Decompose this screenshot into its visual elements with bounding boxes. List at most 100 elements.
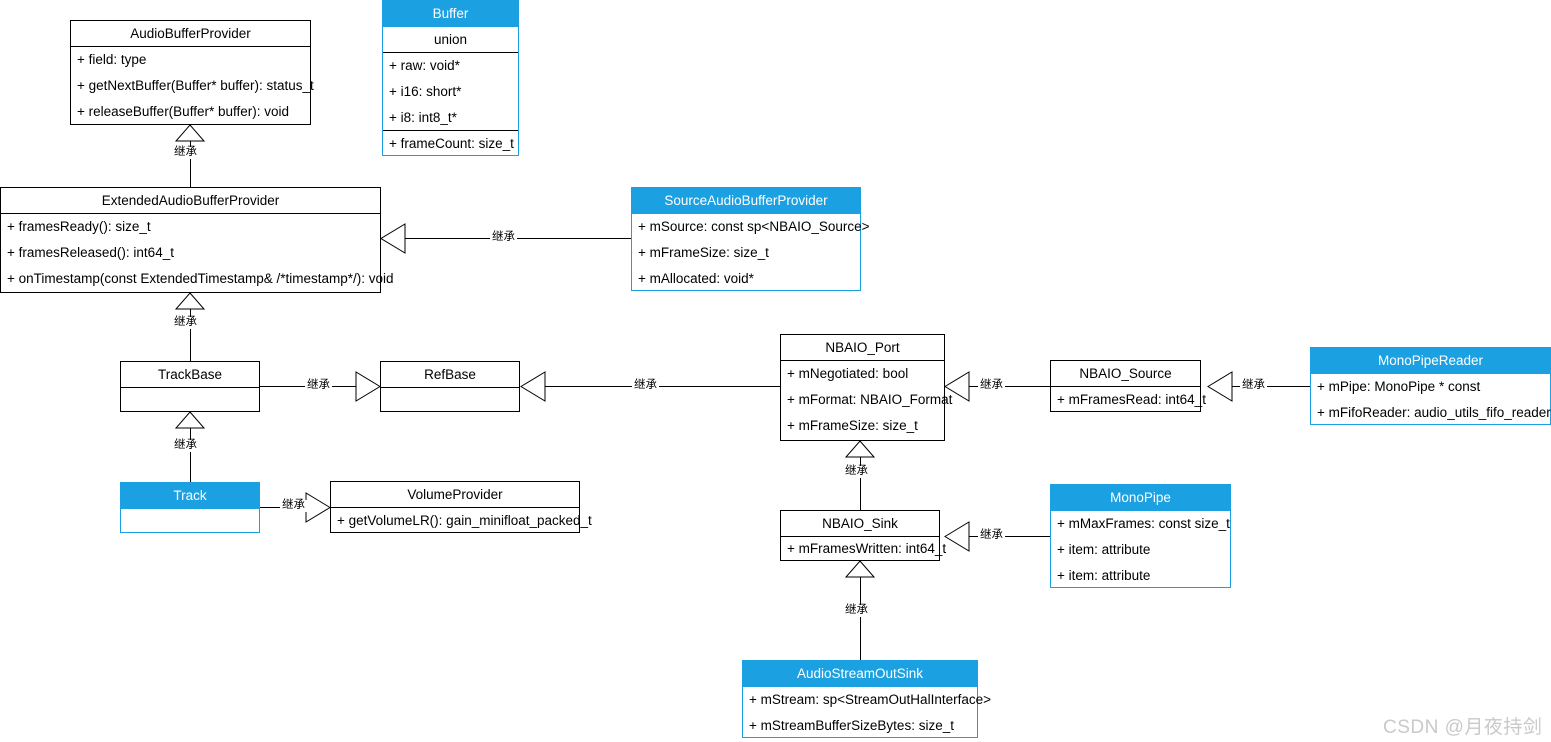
class-section-attributes: + mNegotiated: bool + mFormat: NBAIO_For… (781, 361, 953, 440)
class-row: + item: attribute (1057, 542, 1151, 558)
arrowhead-hollow-left-nbaiosink (944, 521, 970, 552)
class-section-attributes (121, 509, 259, 533)
class-box-buffer[interactable]: Buffer union + raw: void* + i16: short* … (382, 0, 519, 156)
class-row: + mFormat: NBAIO_Format (787, 392, 953, 408)
class-box-nbaio-source[interactable]: NBAIO_Source + mFramesRead: int64_t (1050, 360, 1206, 412)
class-header-nbaio-port: NBAIO_Port (781, 335, 944, 361)
class-row: + framesReady(): size_t (7, 219, 151, 235)
edge-label-r9: 继承 (1240, 379, 1267, 392)
class-row: + mStreamBufferSizeBytes: size_t (749, 717, 954, 733)
class-section-attributes: + getVolumeLR(): gain_minifloat_packed_t (331, 508, 592, 533)
arrowhead-hollow-up-trackbase (174, 411, 206, 429)
class-box-refbase[interactable]: RefBase (380, 361, 520, 412)
class-row (121, 509, 259, 533)
watermark-text: CSDN @月夜持剑 (1383, 717, 1543, 738)
edge-label-r7: 继承 (632, 379, 659, 392)
edge-source-to-extended (404, 238, 631, 239)
class-box-volumeprovider[interactable]: VolumeProvider + getVolumeLR(): gain_min… (330, 481, 592, 533)
class-section-attributes (381, 388, 519, 412)
edge-label-r2: 继承 (490, 231, 517, 244)
class-section-attributes: + mStream: sp<StreamOutHalInterface> + m… (743, 687, 991, 738)
class-box-audiobufferprovider[interactable]: AudioBufferProvider + field: type + getN… (70, 20, 314, 125)
class-header-audiostreamoutsink: AudioStreamOutSink (743, 661, 977, 687)
class-section-attributes: + mSource: const sp<NBAIO_Source> + mFra… (632, 214, 870, 292)
class-header-refbase: RefBase (381, 362, 519, 388)
class-row: + item: attribute (1057, 568, 1151, 584)
arrowhead-hollow-up-nbaioport-2 (844, 440, 876, 458)
arrowhead-hollow-left-refbase-2 (520, 371, 546, 402)
class-box-monopipe[interactable]: MonoPipe + mMaxFrames: const size_t + it… (1050, 484, 1231, 588)
class-row: + mMaxFrames: const size_t (1057, 516, 1230, 532)
class-row: + mFifoReader: audio_utils_fifo_reader (1317, 404, 1551, 420)
edge-monopipe-to-nbaiosink (968, 536, 1050, 537)
class-row (381, 388, 519, 412)
class-row: + mFrameSize: size_t (638, 245, 769, 261)
class-row: union (433, 32, 468, 48)
edge-label-r3: 继承 (172, 316, 199, 329)
arrowhead-hollow-right-volumeprovider (305, 492, 331, 523)
class-box-nbaio-port[interactable]: NBAIO_Port + mNegotiated: bool + mFormat… (780, 334, 953, 441)
class-row: + mPipe: MonoPipe * const (1317, 379, 1481, 395)
class-section-attributes: + framesReady(): size_t + framesReleased… (1, 214, 394, 293)
edge-label-r10: 继承 (843, 465, 870, 478)
class-row: + mSource: const sp<NBAIO_Source> (638, 219, 870, 235)
class-section-framecount: + frameCount: size_t (383, 131, 518, 157)
arrowhead-hollow-up-extended (174, 292, 206, 310)
class-row: + mFrameSize: size_t (787, 418, 918, 434)
class-row: + framesReleased(): int64_t (7, 245, 174, 261)
class-box-sourceaudiobufferprovider[interactable]: SourceAudioBufferProvider + mSource: con… (631, 187, 870, 292)
class-row: + mNegotiated: bool (787, 366, 909, 382)
edge-label-r11: 继承 (978, 529, 1005, 542)
edge-label-r1: 继承 (172, 146, 199, 159)
class-row: + onTimestamp(const ExtendedTimestamp& /… (7, 271, 394, 287)
class-row: + i16: short* (389, 84, 462, 100)
class-box-extendedaudiobufferprovider[interactable]: ExtendedAudioBufferProvider + framesRead… (0, 187, 394, 293)
edge-label-r4: 继承 (305, 379, 332, 392)
edge-nbaioport-to-refbase (544, 386, 780, 387)
class-section-attributes: + raw: void* + i16: short* + i8: int8_t* (383, 53, 518, 131)
class-header-audiobufferprovider: AudioBufferProvider (71, 21, 310, 47)
edge-label-r12: 继承 (843, 604, 870, 617)
edge-monopipereader-to-nbaiosource (1231, 386, 1310, 387)
arrowhead-hollow-up-nbaiosink-2 (844, 560, 876, 578)
class-box-trackbase[interactable]: TrackBase (120, 361, 260, 412)
class-row: + getNextBuffer(Buffer* buffer): status_… (77, 78, 314, 94)
class-header-monopipe: MonoPipe (1051, 485, 1230, 511)
class-section-attributes: + mMaxFrames: const size_t + item: attri… (1051, 511, 1230, 589)
class-box-audiostreamoutsink[interactable]: AudioStreamOutSink + mStream: sp<StreamO… (742, 660, 991, 738)
class-box-monopipereader[interactable]: MonoPipeReader + mPipe: MonoPipe * const… (1310, 347, 1551, 425)
class-section-attributes: + mFramesWritten: int64_t (781, 537, 947, 561)
class-row (121, 388, 259, 412)
arrowhead-hollow-left-nbaioport (944, 371, 970, 402)
class-header-monopipereader: MonoPipeReader (1311, 348, 1550, 374)
class-header-trackbase: TrackBase (121, 362, 259, 388)
class-row: + i8: int8_t* (389, 110, 457, 126)
class-header-sourceaudiobufferprovider: SourceAudioBufferProvider (632, 188, 860, 214)
class-section-attributes: + mPipe: MonoPipe * const + mFifoReader:… (1311, 374, 1551, 425)
class-header-buffer: Buffer (383, 1, 518, 27)
class-header-nbaio-sink: NBAIO_Sink (781, 511, 939, 537)
class-row: + mFramesRead: int64_t (1057, 391, 1206, 407)
class-row: + frameCount: size_t (389, 136, 514, 152)
class-header-extendedaudiobufferprovider: ExtendedAudioBufferProvider (1, 188, 380, 214)
class-header-track: Track (121, 483, 259, 509)
class-row: + field: type (77, 52, 147, 68)
class-row: + mFramesWritten: int64_t (787, 541, 947, 557)
class-row: + raw: void* (389, 58, 460, 74)
class-header-volumeprovider: VolumeProvider (331, 482, 579, 508)
edge-nbaiosource-to-nbaioport (968, 386, 1050, 387)
class-box-nbaio-sink[interactable]: NBAIO_Sink + mFramesWritten: int64_t (780, 510, 947, 561)
arrowhead-hollow-left-extended (380, 223, 406, 254)
edge-label-r8: 继承 (978, 379, 1005, 392)
arrowhead-hollow-left-nbaiosource (1207, 371, 1233, 402)
arrowhead-hollow-right-refbase (355, 371, 381, 402)
class-row: + mStream: sp<StreamOutHalInterface> (749, 692, 991, 708)
class-row: + mAllocated: void* (638, 271, 754, 287)
class-section-attributes: + mFramesRead: int64_t (1051, 387, 1206, 412)
class-section-stereotype: union (383, 27, 518, 53)
class-row: + releaseBuffer(Buffer* buffer): void (77, 104, 289, 120)
arrowhead-hollow-up-audiobufferprovider (174, 124, 206, 142)
class-section-attributes (121, 388, 259, 412)
class-box-track[interactable]: Track (120, 482, 260, 533)
